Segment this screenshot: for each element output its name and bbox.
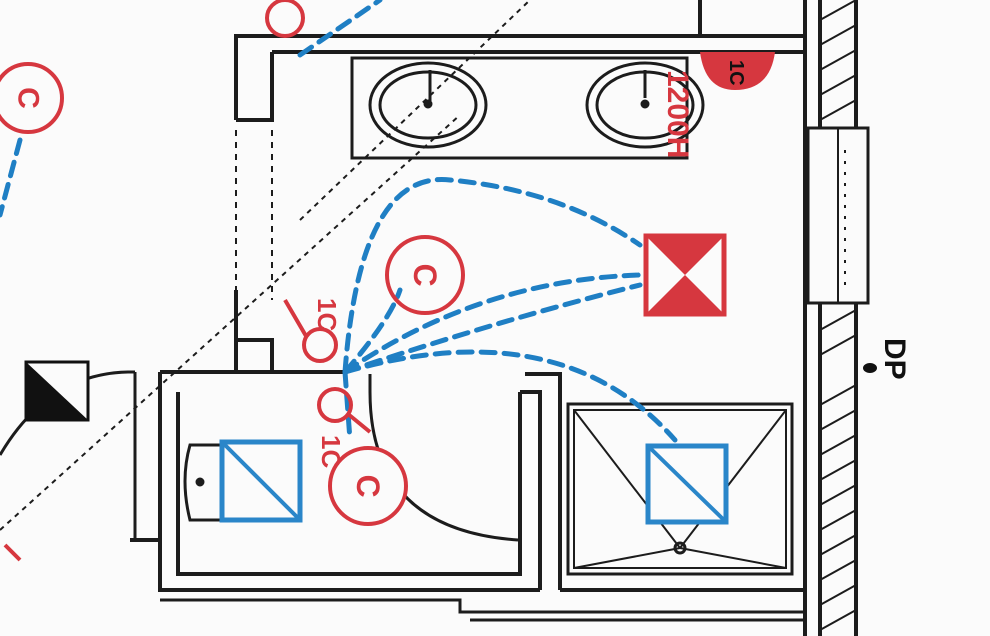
circuit-wiring xyxy=(0,0,678,443)
ceiling-light-label: C xyxy=(12,87,45,109)
bottom-wall xyxy=(160,598,805,614)
hatch-line xyxy=(819,309,857,331)
shower-left-wall xyxy=(525,372,562,590)
hatch-line xyxy=(819,534,857,556)
wall-badge-shape xyxy=(700,52,775,90)
ceiling-light-top-left: C xyxy=(0,62,64,134)
switch-label-lower: 1C xyxy=(316,435,346,468)
hatch-line xyxy=(819,24,857,46)
switch-stem xyxy=(283,298,308,338)
switch-stem-left xyxy=(3,543,22,562)
toilet-dot xyxy=(195,477,205,487)
drain-left xyxy=(423,99,433,109)
hatch-line xyxy=(819,334,857,356)
wc-outer-wall xyxy=(158,372,540,592)
hatch-line xyxy=(819,459,857,481)
wall-hatch xyxy=(819,0,857,631)
window xyxy=(806,126,870,305)
wire-to-wc-fixture xyxy=(342,369,353,443)
fixture-box-icon-wc xyxy=(219,439,303,523)
ceiling-light-ring xyxy=(0,62,64,134)
dashed-diagonal-upper xyxy=(299,0,531,221)
hatch-line xyxy=(819,609,857,631)
switch-group xyxy=(3,298,372,562)
exhaust-fan-top-wedge xyxy=(646,236,724,275)
ceiling-light-center: C xyxy=(385,235,465,315)
wire-left xyxy=(0,137,23,218)
wc-inner-wall xyxy=(176,392,522,576)
exhaust-fan-bottom-wedge xyxy=(646,275,724,314)
wire-to-fan-top xyxy=(342,177,643,375)
fixture-box-icon-shower xyxy=(645,443,729,525)
wall-badge-label: 1C xyxy=(725,60,747,86)
shower-slope-c xyxy=(573,547,681,569)
hatch-line xyxy=(819,584,857,606)
hatch-line xyxy=(819,74,857,96)
wire-to-ceiling-c xyxy=(342,287,403,375)
left-wall-upper xyxy=(236,52,274,122)
switch-label: 1C xyxy=(312,298,342,331)
wall-badge: 1C xyxy=(700,52,775,90)
ceiling-light-wc: C xyxy=(328,446,408,526)
basin-left-outer xyxy=(368,61,488,149)
left-wall-lower xyxy=(234,290,274,372)
basin-right-outer xyxy=(585,61,705,149)
hatch-line xyxy=(819,384,857,406)
shower-outer xyxy=(566,402,794,576)
hatch-line xyxy=(819,0,857,21)
ceiling-light-ring xyxy=(328,446,408,526)
dp-label: DP xyxy=(878,338,911,380)
distribution-panel-icon xyxy=(24,360,90,422)
shower-inner xyxy=(573,409,787,569)
wire-to-fan-mid xyxy=(342,272,643,375)
hatch-line xyxy=(819,49,857,71)
door-arc-wc xyxy=(368,391,519,542)
hatch-line xyxy=(819,559,857,581)
dashed-diagonal xyxy=(0,114,461,531)
ceiling-light-label: C xyxy=(407,263,443,286)
hatch-line xyxy=(819,484,857,506)
shower-drain xyxy=(673,541,687,555)
toilet xyxy=(183,443,220,522)
hatch-line xyxy=(819,509,857,531)
ceiling-light-ring xyxy=(385,235,465,315)
switch-circle-lower xyxy=(317,387,353,423)
shower-tray xyxy=(566,402,794,576)
shower-slope-a xyxy=(573,409,681,549)
hatch-line xyxy=(819,409,857,431)
shower-slope-b xyxy=(679,409,787,549)
wire-top xyxy=(297,0,383,58)
vanity-counter xyxy=(350,56,689,160)
basin-left-inner xyxy=(378,70,478,140)
switch-circle xyxy=(302,327,338,363)
dp-marker xyxy=(863,363,877,373)
walls xyxy=(130,0,858,636)
mount-height-label: 1200H xyxy=(661,70,694,158)
panel-fill xyxy=(26,362,88,420)
fixture-box-diagonal xyxy=(220,440,302,522)
hatch-line xyxy=(819,434,857,456)
switch-stem-lower xyxy=(346,412,372,434)
wire-to-fan-low xyxy=(342,282,643,375)
ceiling-light-label: C xyxy=(350,474,386,497)
toilet-bowl xyxy=(183,443,220,522)
fixture-box-diagonal xyxy=(646,444,728,524)
drain-right xyxy=(640,99,650,109)
wire-to-shower-fixture xyxy=(342,349,678,443)
top-wall xyxy=(234,34,805,120)
hatch-line xyxy=(819,99,857,121)
wc-right-wall xyxy=(520,390,542,590)
vanity xyxy=(350,56,705,160)
shower-slope-d xyxy=(679,547,787,569)
exhaust-fan-icon xyxy=(643,233,727,317)
dashed-outlines xyxy=(0,0,531,531)
ceiling-light-partial xyxy=(265,0,305,38)
